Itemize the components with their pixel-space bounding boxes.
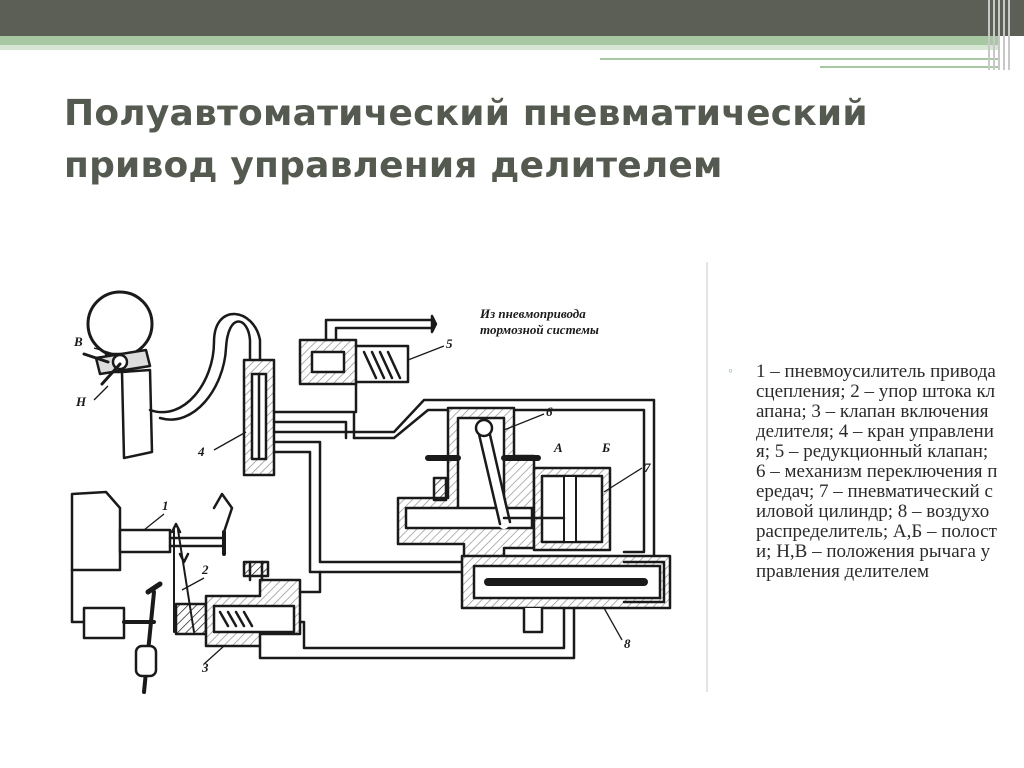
source-note-line2: тормозной системы bbox=[480, 322, 599, 337]
legend-text: 1 – пневмоусилитель привода сцепления; 2… bbox=[756, 361, 998, 582]
label-2: 2 bbox=[201, 562, 209, 577]
clutch-booster-1 bbox=[70, 490, 234, 572]
decor-line bbox=[600, 58, 1000, 60]
divider-line bbox=[706, 262, 708, 692]
label-5: 5 bbox=[446, 336, 453, 351]
label-7: 7 bbox=[644, 460, 651, 475]
control-valve-4 bbox=[242, 358, 276, 477]
valve-3 bbox=[173, 529, 302, 648]
top-bar bbox=[0, 0, 1024, 36]
power-cylinder-7 bbox=[502, 466, 612, 552]
slide-title: Полуавтоматический пневматический привод… bbox=[64, 93, 868, 186]
reduction-valve-5 bbox=[298, 318, 434, 414]
label-b: Б bbox=[601, 440, 610, 455]
label-a: А bbox=[553, 440, 563, 455]
source-note-line1: Из пневмопривода bbox=[479, 306, 586, 321]
corner-decor bbox=[984, 0, 1024, 70]
bullet-icon: ◦ bbox=[728, 364, 733, 379]
legend: ◦ 1 – пневмоусилитель привода сцепления;… bbox=[728, 362, 998, 582]
clutch-pedal bbox=[82, 581, 163, 694]
control-lever bbox=[82, 290, 154, 460]
top-stripe-light bbox=[0, 45, 1000, 50]
label-8: 8 bbox=[624, 636, 631, 651]
label-1: 1 bbox=[162, 498, 169, 513]
label-6: 6 bbox=[546, 404, 553, 419]
decor-line bbox=[820, 66, 1000, 68]
label-4: 4 bbox=[197, 444, 205, 459]
pneumatic-drive-diagram: В Н 1 2 3 4 5 6 7 8 А Б Из пневмоприво bbox=[64, 262, 714, 702]
label-v: В bbox=[73, 334, 83, 349]
label-3: 3 bbox=[201, 660, 209, 675]
shift-mechanism-6 bbox=[396, 406, 541, 564]
label-n: Н bbox=[75, 394, 87, 409]
top-stripe bbox=[0, 36, 1000, 45]
air-distributor-8 bbox=[460, 554, 672, 634]
